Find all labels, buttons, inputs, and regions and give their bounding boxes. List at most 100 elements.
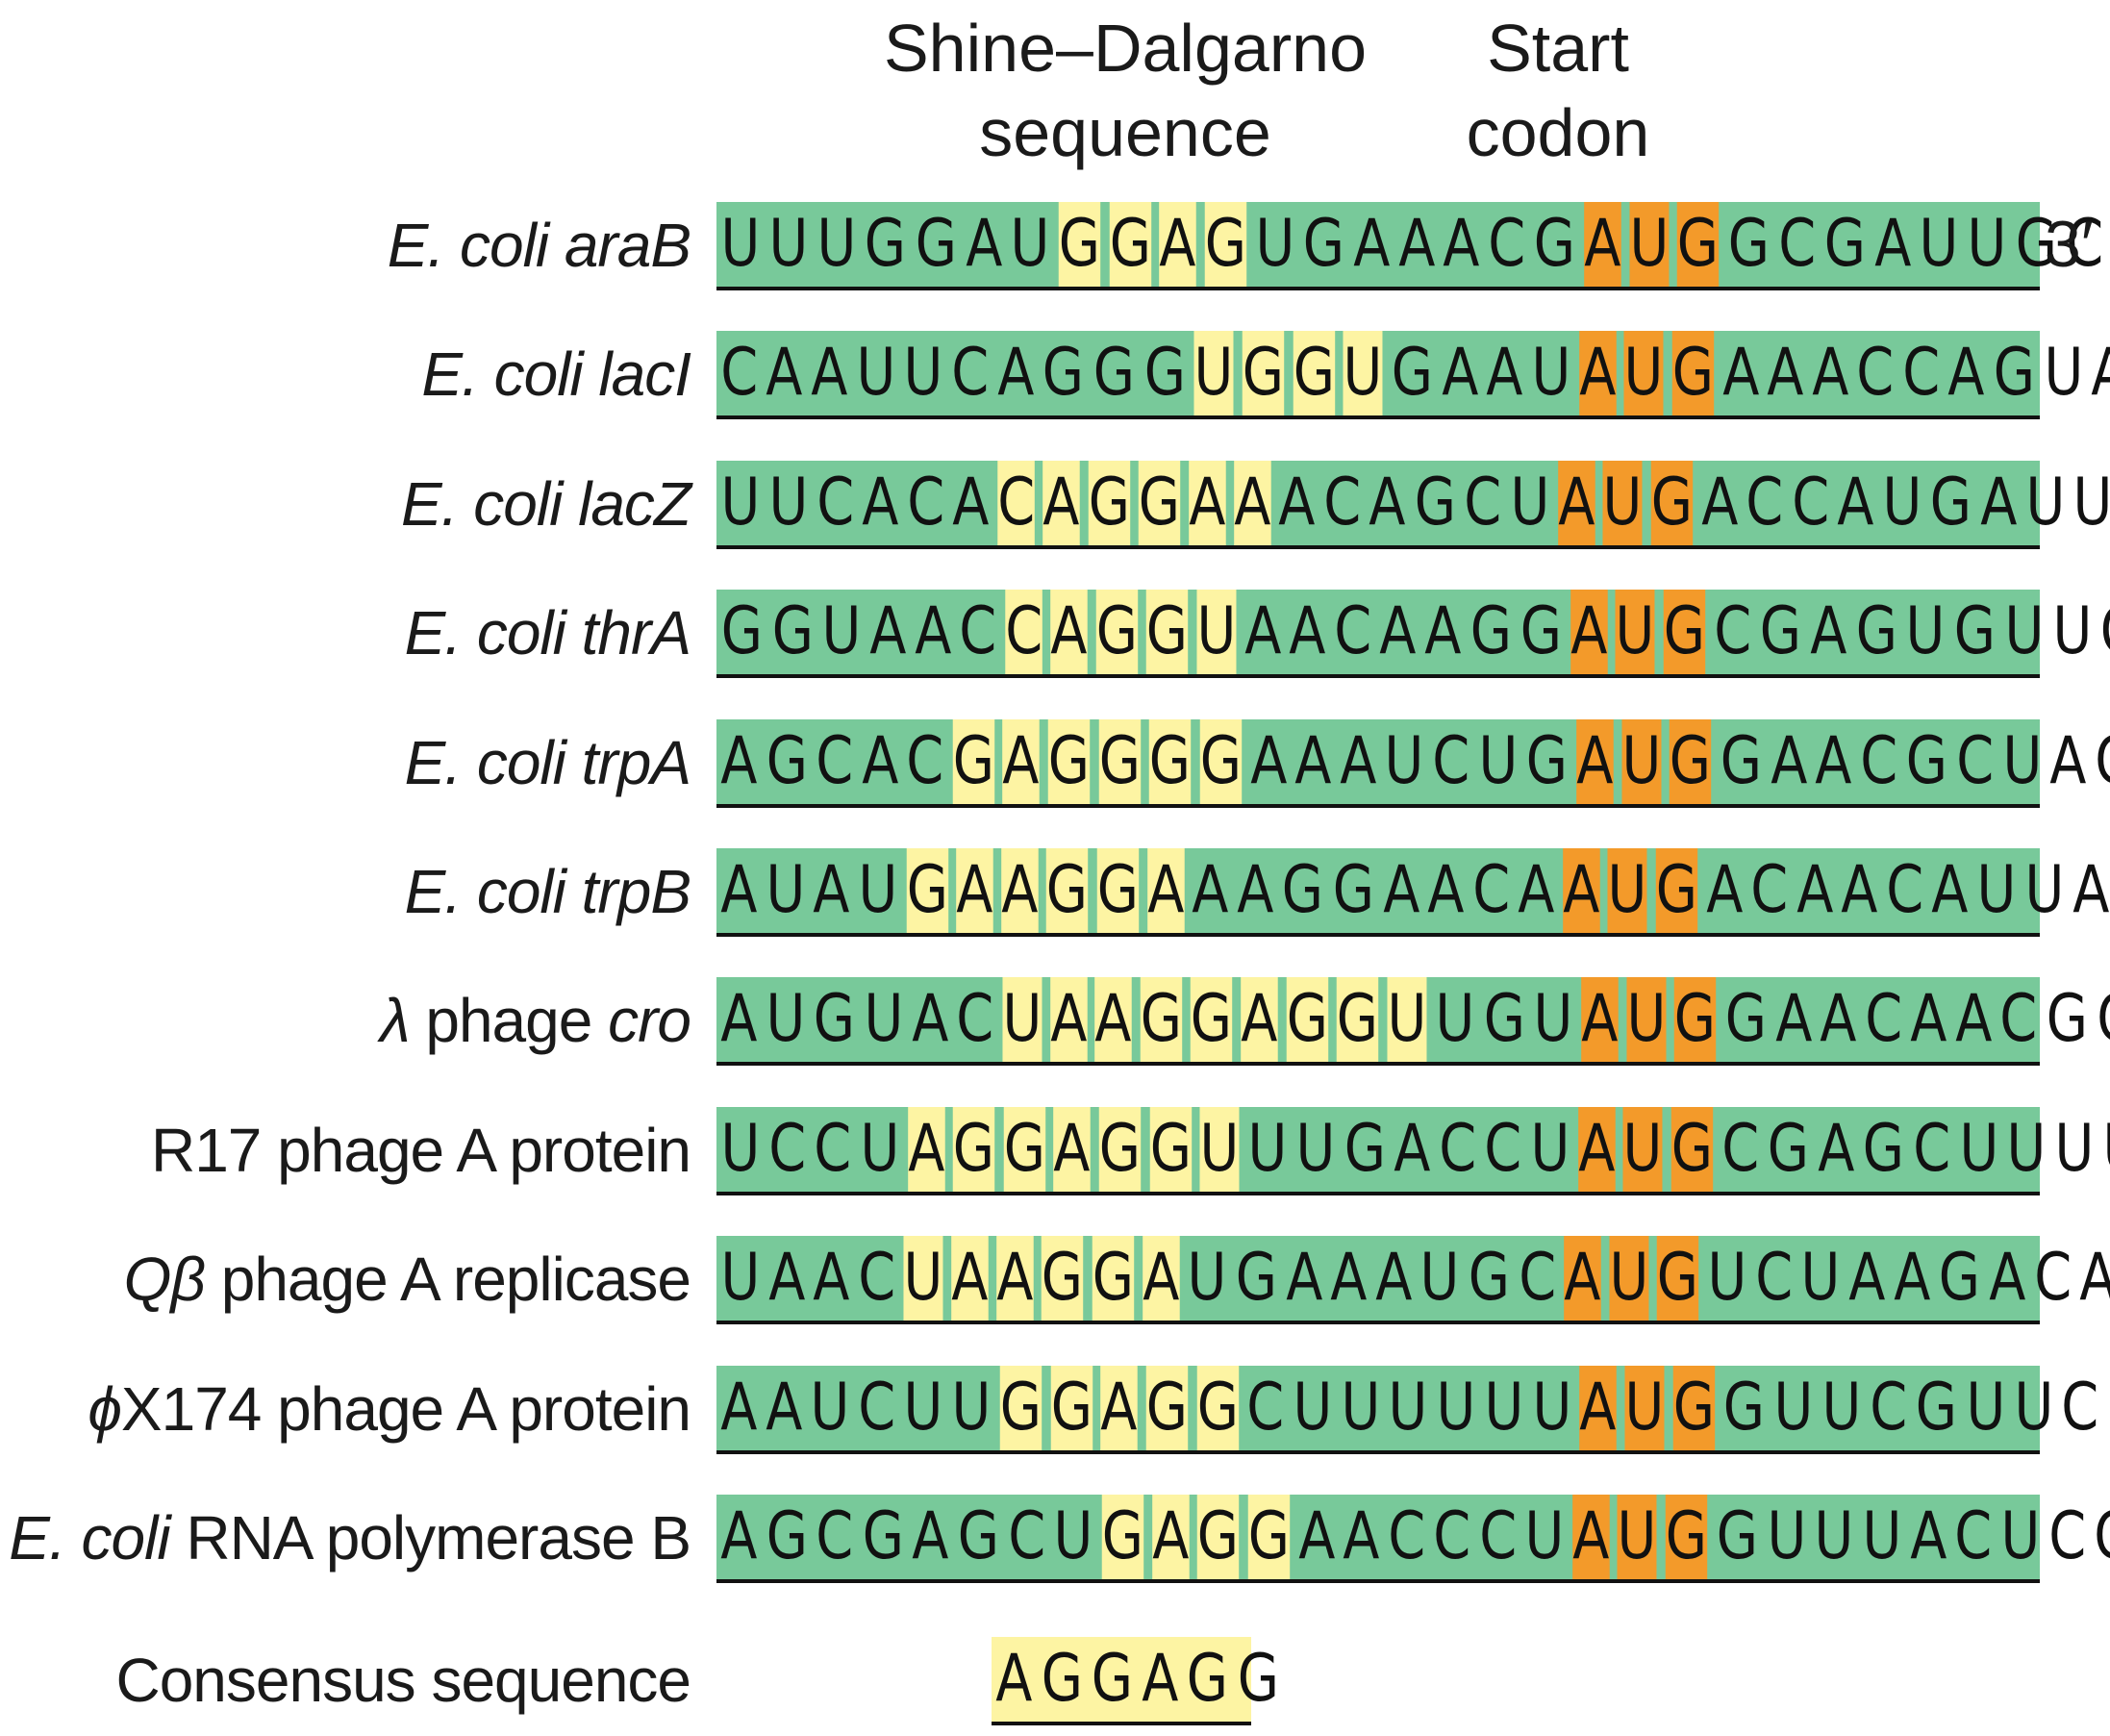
nucleotide: A <box>1518 852 1555 928</box>
nucleotide: G <box>766 723 808 799</box>
start-codon-nucleotide: G <box>1650 461 1693 545</box>
nucleotide: U <box>720 1111 761 1187</box>
nucleotide: U <box>1959 1111 1998 1187</box>
three-prime-label: 3′ <box>2045 208 2094 281</box>
start-codon-nucleotide: U <box>1626 977 1666 1062</box>
nucleotide: A <box>720 723 758 799</box>
nucleotide: C <box>720 335 759 411</box>
nucleotide: C <box>1464 465 1502 541</box>
nucleotide: A <box>1369 465 1406 541</box>
shine-dalgarno-nucleotide: U <box>1002 977 1042 1062</box>
nucleotide: A <box>1810 593 1847 669</box>
consensus-nucleotide: G <box>1237 1641 1280 1717</box>
nucleotide: A <box>1947 335 1985 411</box>
nucleotide: A <box>869 593 907 669</box>
shine-dalgarno-nucleotide: A <box>1241 977 1278 1062</box>
sequence-label-text: phage <box>409 986 609 1055</box>
nucleotide: U <box>1814 1498 1854 1574</box>
start-codon-nucleotide: G <box>1670 719 1712 804</box>
nucleotide: U <box>2072 465 2110 541</box>
nucleotide: U <box>1821 1370 1862 1446</box>
shine-dalgarno-nucleotide: A <box>1159 202 1196 287</box>
nucleotide: U <box>766 852 805 928</box>
start-codon-nucleotide: U <box>1607 848 1647 933</box>
nucleotide: G <box>1720 723 1763 799</box>
sequence-label: E. coli araB <box>388 202 691 289</box>
nucleotide: C <box>951 335 990 411</box>
nucleotide: A <box>1818 1111 1855 1187</box>
nucleotide: G <box>1724 981 1768 1057</box>
start-codon-nucleotide: A <box>1579 1366 1617 1450</box>
nucleotide: A <box>1394 1111 1431 1187</box>
nucleotide: U <box>766 981 805 1057</box>
nucleotide: A <box>767 1240 806 1316</box>
nucleotide: U <box>1533 981 1573 1057</box>
sequence-strip: AGCACGAGGGGAAAUCUGAUGGAACGCUAC <box>716 719 2110 808</box>
shine-dalgarno-nucleotide: A <box>1100 1366 1138 1450</box>
nucleotide: U <box>2014 1370 2053 1446</box>
nucleotide: U <box>1773 1370 1814 1446</box>
nucleotide: A <box>1774 981 1813 1057</box>
sequence-label: E. coli trpB <box>405 848 691 935</box>
sequence-label: E. coli RNA polymerase B <box>9 1495 691 1581</box>
nucleotide: U <box>1967 206 2007 282</box>
nucleotide: C <box>1999 981 2038 1057</box>
nucleotide: G <box>862 1498 904 1574</box>
nucleotide: U <box>2054 1111 2095 1187</box>
consensus-nucleotide: G <box>1187 1641 1229 1717</box>
consensus-nucleotide: A <box>1142 1641 1179 1717</box>
nucleotide: A <box>1815 723 1852 799</box>
shine-dalgarno-header-line2: sequence <box>979 95 1271 170</box>
nucleotide: G <box>1993 335 2035 411</box>
nucleotide: U <box>1510 465 1550 541</box>
nucleotide: G <box>2046 981 2088 1057</box>
nucleotide: U <box>768 465 809 541</box>
nucleotide: U <box>903 335 943 411</box>
nucleotide: A <box>1931 852 1969 928</box>
shine-dalgarno-nucleotide: A <box>1049 977 1087 1062</box>
shine-dalgarno-nucleotide: G <box>1191 977 1233 1062</box>
nucleotide: A <box>1343 1498 1380 1574</box>
shine-dalgarno-nucleotide: G <box>1242 331 1284 415</box>
nucleotide: C <box>858 1240 896 1316</box>
shine-dalgarno-nucleotide: G <box>1140 977 1182 1062</box>
nucleotide: U <box>903 1370 943 1446</box>
nucleotide: C <box>1956 723 1995 799</box>
nucleotide: C <box>2065 206 2103 282</box>
nucleotide: U <box>821 593 862 669</box>
nucleotide: A <box>1294 723 1332 799</box>
nucleotide: G <box>1526 723 1569 799</box>
sequence-label-text: phage A replicase <box>204 1245 691 1314</box>
nucleotide: U <box>810 1370 850 1446</box>
shine-dalgarno-nucleotide: U <box>1343 331 1383 415</box>
consensus-row: Consensus sequence <box>0 1637 2110 1723</box>
nucleotide: A <box>1340 723 1377 799</box>
shine-dalgarno-nucleotide: A <box>1094 977 1132 1062</box>
nucleotide: U <box>860 1111 900 1187</box>
nucleotide: A <box>2049 723 2087 799</box>
nucleotide: G <box>1855 593 1897 669</box>
nucleotide: U <box>1293 1370 1333 1446</box>
nucleotide: A <box>1192 852 1229 928</box>
shine-dalgarno-nucleotide: A <box>1001 848 1039 933</box>
nucleotide: G <box>1235 1240 1277 1316</box>
nucleotide: C <box>1755 1240 1794 1316</box>
nucleotide: C <box>2061 1370 2099 1446</box>
shine-dalgarno-nucleotide: G <box>906 848 948 933</box>
nucleotide: G <box>865 206 907 282</box>
nucleotide: U <box>1435 981 1475 1057</box>
nucleotide: G <box>1823 206 1867 282</box>
nucleotide: A <box>1910 981 1947 1057</box>
nucleotide: C <box>1433 1498 1471 1574</box>
nucleotide: G <box>1534 206 1576 282</box>
sequence-label-text: RNA polymerase B <box>169 1503 691 1572</box>
nucleotide: C <box>1472 852 1511 928</box>
start-codon-nucleotide: U <box>1602 461 1643 545</box>
nucleotide: A <box>1893 1240 1931 1316</box>
nucleotide: C <box>1478 1498 1517 1574</box>
sequence-strip: UAACUAAGGAUGAAAUGCAUGUCUAAGACA <box>716 1236 2110 1324</box>
nucleotide: A <box>1443 206 1480 282</box>
